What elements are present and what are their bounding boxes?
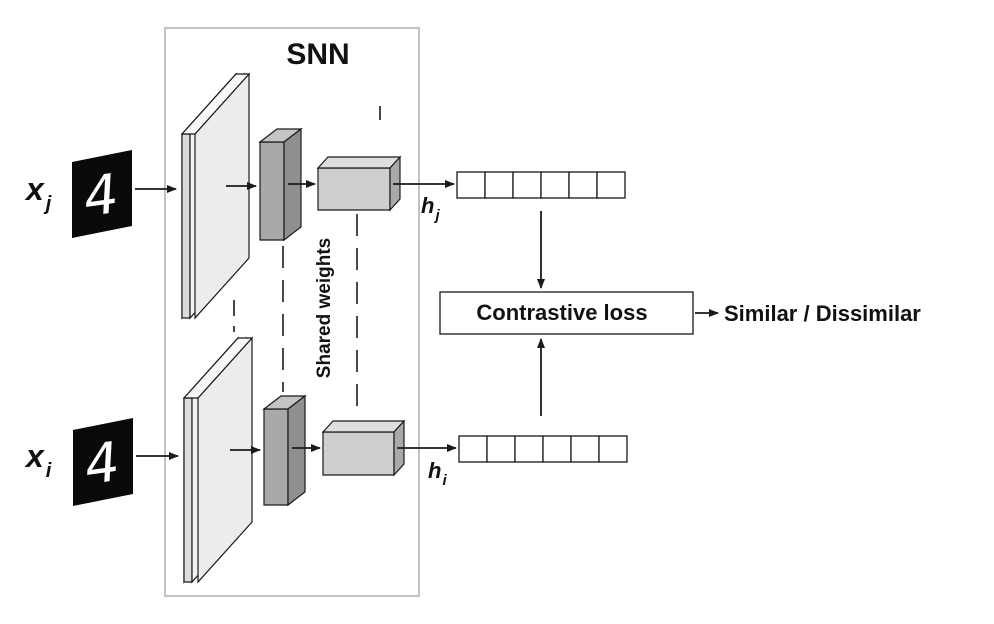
- contrastive-loss-label: Contrastive loss: [476, 300, 647, 325]
- embedding-bottom-cell: [514, 435, 544, 463]
- embedding-bottom-cell: [598, 435, 628, 463]
- embedding-bottom-cell: [570, 435, 600, 463]
- embedding-top-cell: [456, 171, 486, 199]
- input-image-bottom: 4: [73, 418, 133, 506]
- embedding-vector-top: [456, 171, 626, 199]
- embedding-bottom-cell: [486, 435, 516, 463]
- fc-block-bottom: [321, 419, 406, 477]
- conv-layer-1-top: [180, 72, 251, 320]
- embedding-top-cell: [484, 171, 514, 199]
- embedding-top-cell: [512, 171, 542, 199]
- snn-title: SNN: [286, 38, 349, 71]
- contrastive-loss-box: [439, 291, 694, 335]
- embedding-top-cell: [568, 171, 598, 199]
- embedding-top-cell: [596, 171, 626, 199]
- output-label: Similar / Dissimilar: [724, 301, 921, 326]
- conv-layer-1-bottom: [182, 336, 254, 584]
- embedding-bottom-cell: [458, 435, 488, 463]
- shared-weights-label: Shared weights: [314, 238, 335, 378]
- snn-boundary-box: [164, 27, 420, 597]
- fc-block-top: [316, 155, 402, 212]
- embedding-bottom-cell: [542, 435, 572, 463]
- embedding-top-cell: [540, 171, 570, 199]
- conv-layer-2-bottom: [262, 394, 307, 507]
- embedding-label-bottom: hi: [428, 458, 447, 489]
- input-image-top: 4: [72, 150, 132, 238]
- embedding-label-top: hj: [421, 193, 440, 224]
- embedding-vector-bottom: [458, 435, 628, 463]
